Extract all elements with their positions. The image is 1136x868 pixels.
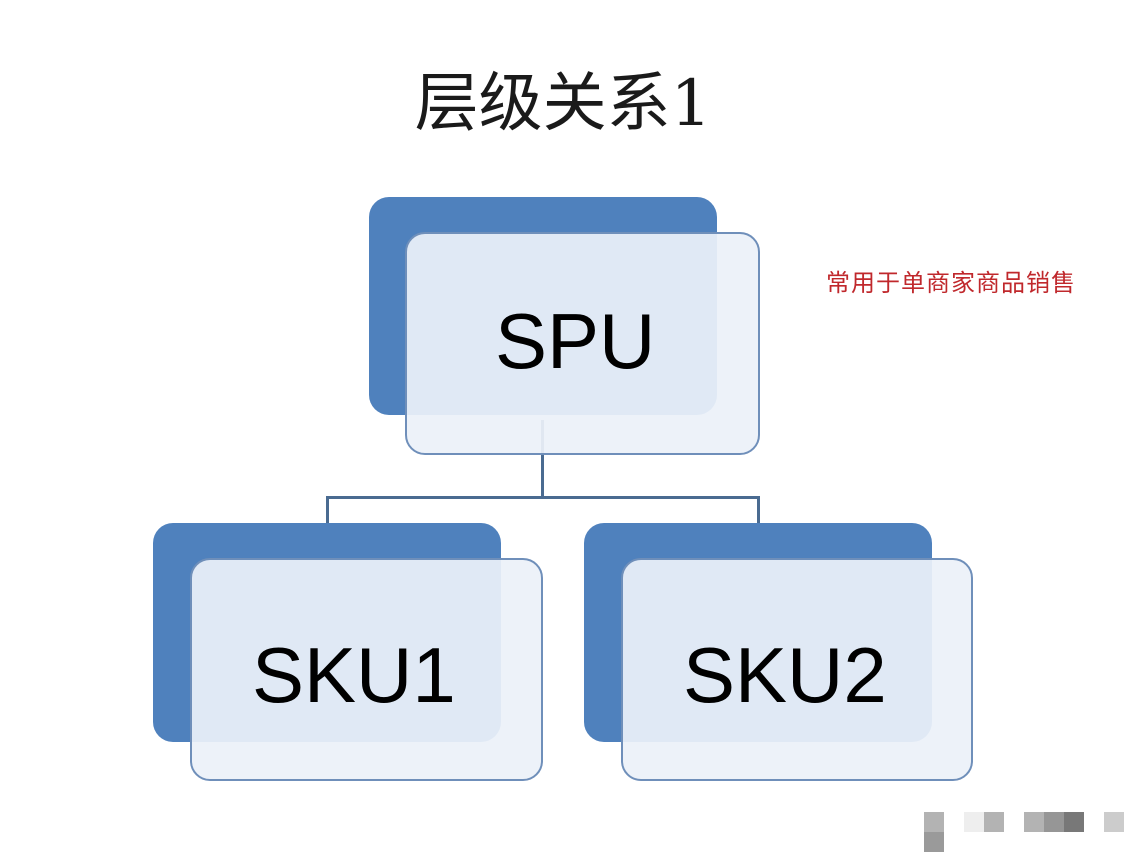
annotation-note: 常用于单商家商品销售	[826, 269, 1076, 297]
node-spu-front	[405, 232, 760, 455]
diagram-title: 层级关系1	[414, 67, 712, 141]
node-sku1-label: SKU1	[252, 631, 456, 719]
connector-vertical-sku2	[757, 496, 760, 524]
node-sku2-label: SKU2	[683, 631, 887, 719]
connector-vertical-sku1	[326, 496, 329, 524]
node-sku1-front	[190, 558, 543, 781]
connector-vertical-root	[541, 420, 544, 498]
connector-horizontal	[326, 496, 760, 499]
node-sku2-front	[621, 558, 973, 781]
node-spu-label: SPU	[495, 297, 656, 385]
